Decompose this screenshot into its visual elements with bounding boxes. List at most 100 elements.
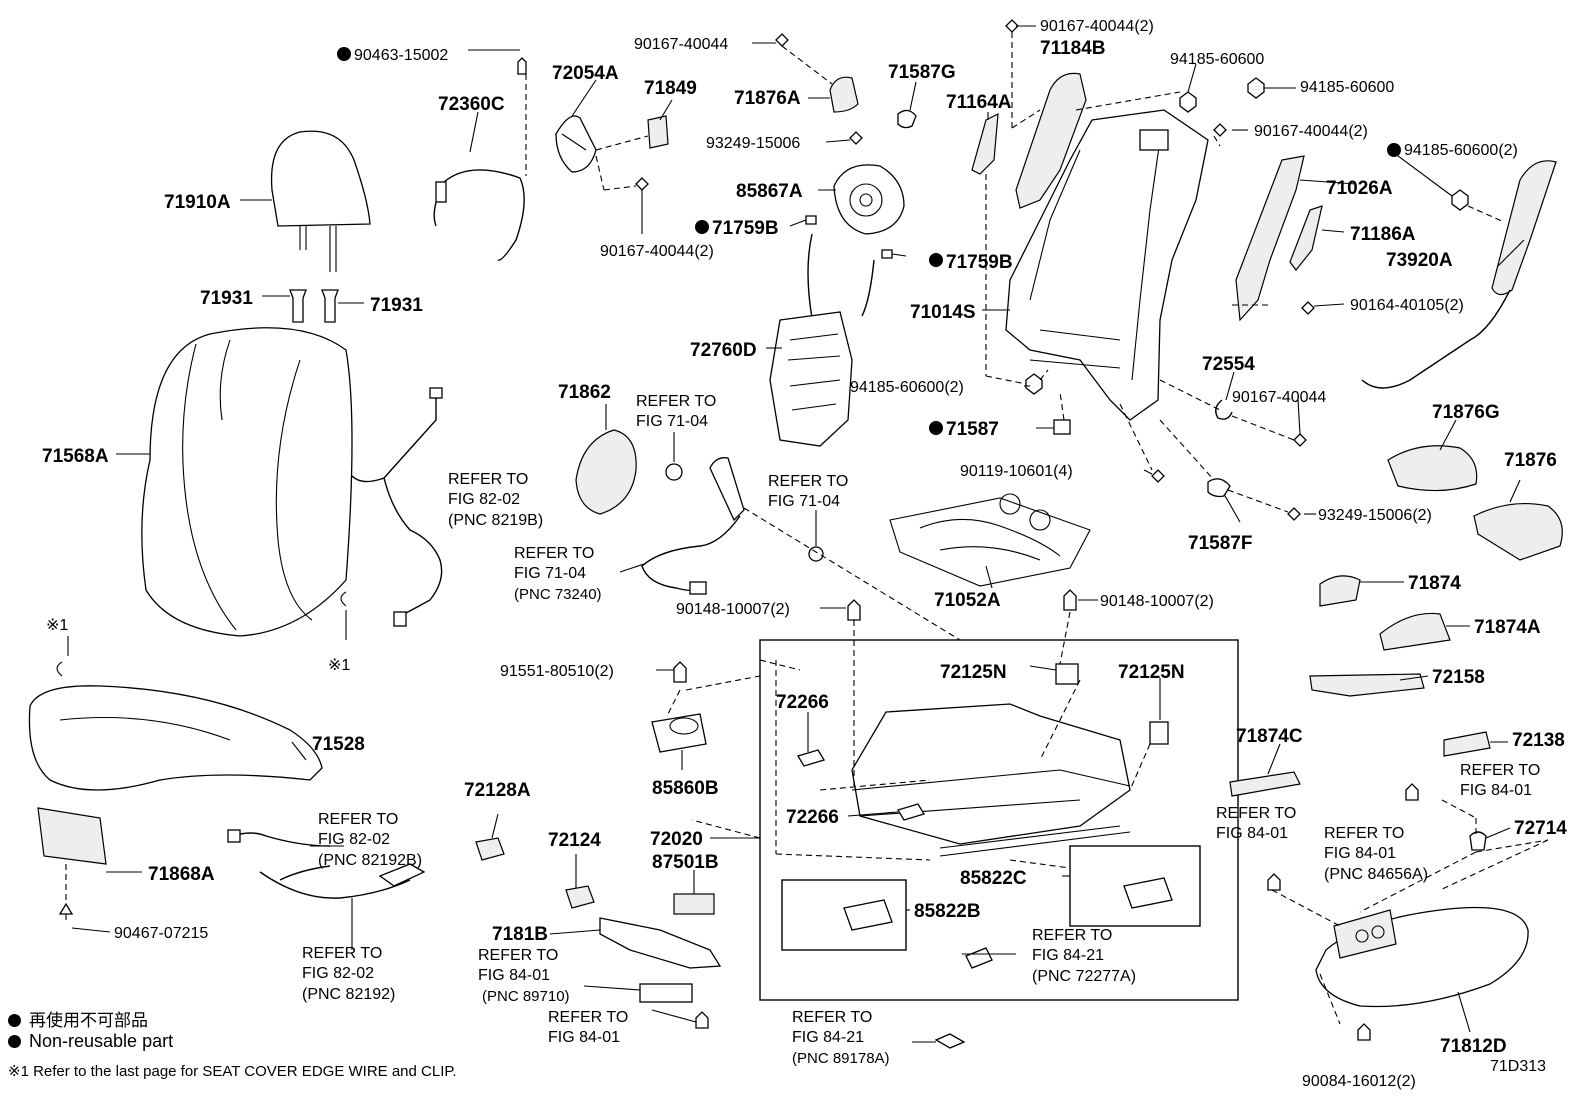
legend-jp-text: 再使用不可部品 bbox=[29, 1011, 148, 1030]
label-90167-40044-2-top: 90167-40044(2) bbox=[1040, 18, 1154, 35]
seatback-cover-71568A-drawing bbox=[141, 327, 353, 637]
bracket-71876A-drawing bbox=[829, 76, 859, 113]
clip-71587G-drawing bbox=[897, 109, 917, 129]
headrest-71910A-drawing bbox=[270, 130, 371, 272]
label-90167-40044-2-right: 90167-40044(2) bbox=[1254, 123, 1368, 140]
bracket-71874-drawing bbox=[1319, 575, 1361, 607]
non-reusable-marker-71759B-right bbox=[929, 253, 943, 267]
legend-non-reusable-en: Non-reusable part bbox=[8, 1031, 173, 1052]
label-71868A: 71868A bbox=[148, 864, 215, 885]
bolt-90164-drawing bbox=[1301, 301, 1315, 315]
bolt-right-drawings bbox=[1267, 783, 1419, 1041]
label-90148-10007-2-right: 90148-10007(2) bbox=[1100, 593, 1214, 610]
label-90167-40044-top: 90167-40044 bbox=[634, 36, 728, 53]
label-94185-60600-a: 94185-60600 bbox=[1170, 51, 1264, 68]
motor-85860B-drawing bbox=[651, 713, 707, 753]
non-reusable-marker-71587 bbox=[929, 421, 943, 435]
label-71874C: 71874C bbox=[1236, 726, 1303, 747]
wire-frame-71052A-drawing bbox=[889, 493, 1091, 587]
bracket-72124-drawing bbox=[565, 885, 595, 909]
label-72020: 72020 bbox=[650, 829, 703, 850]
bolt-93249-right-drawing bbox=[1287, 507, 1301, 521]
label-71759B-left: 71759B bbox=[712, 218, 779, 239]
label-72124: 72124 bbox=[548, 830, 601, 851]
bracket-71876-drawing bbox=[1473, 502, 1563, 561]
bracket-71876G-drawing bbox=[1387, 445, 1478, 492]
edge-wire-clip-drawings bbox=[56, 591, 347, 677]
bolt-90119-drawing bbox=[1151, 469, 1165, 483]
label-71874A: 71874A bbox=[1474, 617, 1541, 638]
non-reusable-marker-90463 bbox=[337, 47, 351, 61]
label-71052A: 71052A bbox=[934, 590, 1001, 611]
cable-72360C-drawing bbox=[433, 169, 525, 261]
label-71026A: 71026A bbox=[1326, 178, 1393, 199]
label-93249-15006: 93249-15006 bbox=[706, 135, 800, 152]
leader-lines bbox=[65, 25, 1549, 1043]
label-85860B: 85860B bbox=[652, 778, 719, 799]
label-note1-a: ※1 bbox=[46, 617, 68, 634]
label-71910A: 71910A bbox=[164, 192, 231, 213]
label-72760D: 72760D bbox=[690, 340, 757, 361]
non-reusable-markers bbox=[337, 47, 1401, 435]
non-reusable-marker-71759B-left bbox=[695, 220, 709, 234]
legend-non-reusable-jp: 再使用不可部品 bbox=[8, 1006, 148, 1031]
seat-heater-72760D-drawing bbox=[769, 233, 875, 447]
bullet-icon bbox=[8, 1035, 21, 1048]
non-reusable-marker-94185 bbox=[1387, 143, 1401, 157]
part-labels: 90463-15002 72360C 72054A 71849 90167-40… bbox=[42, 18, 1567, 1090]
seat-cushion-cover-71528-drawing bbox=[28, 685, 323, 791]
label-7181B: 7181B bbox=[492, 924, 548, 945]
label-71931-left: 71931 bbox=[200, 288, 253, 309]
footnote: ※1 Refer to the last page for SEAT COVER… bbox=[8, 1063, 457, 1080]
label-90167-40044-mid: 90167-40044 bbox=[1232, 389, 1326, 406]
bolt-90463-drawing bbox=[517, 57, 527, 75]
speaker-72054A-drawing bbox=[555, 115, 597, 173]
label-85822B: 85822B bbox=[914, 901, 981, 922]
bullet-icon bbox=[8, 1014, 21, 1027]
label-71014S: 71014S bbox=[910, 302, 976, 323]
label-71862: 71862 bbox=[558, 382, 611, 403]
harness-82192-drawing bbox=[227, 829, 426, 899]
side-airbag-73920A-drawing bbox=[1361, 160, 1557, 389]
label-71587G: 71587G bbox=[888, 62, 956, 83]
label-72128A: 72128A bbox=[464, 780, 531, 801]
reclining-71026A-drawing bbox=[1235, 155, 1305, 322]
label-72360C: 72360C bbox=[438, 94, 505, 115]
label-72125N-right: 72125N bbox=[1118, 662, 1185, 683]
clip-71587F-drawing bbox=[1207, 478, 1231, 498]
module-87501B-drawing bbox=[673, 893, 715, 915]
label-90164-40105-2: 90164-40105(2) bbox=[1350, 297, 1464, 314]
bracket-72128A-drawing bbox=[475, 837, 505, 861]
label-71876A: 71876A bbox=[734, 88, 801, 109]
label-71186A: 71186A bbox=[1350, 224, 1416, 245]
seat-track-72020-box bbox=[759, 639, 1239, 1001]
label-note1-b: ※1 bbox=[328, 657, 350, 674]
headrest-guide-71931-drawings bbox=[289, 289, 339, 323]
label-73920A: 73920A bbox=[1386, 250, 1453, 271]
label-72266-a: 72266 bbox=[776, 692, 829, 713]
cover-72158-drawing bbox=[1309, 673, 1425, 697]
label-90119-10601-4: 90119-10601(4) bbox=[960, 463, 1073, 480]
label-72554: 72554 bbox=[1202, 354, 1255, 375]
bracket-71874A-drawing bbox=[1379, 612, 1451, 651]
blower-85867A-drawing bbox=[833, 164, 905, 235]
label-71587: 71587 bbox=[946, 419, 999, 440]
frame-7181B-drawing bbox=[599, 917, 722, 969]
bolt-93249-drawing bbox=[849, 131, 863, 145]
label-71876: 71876 bbox=[1504, 450, 1557, 471]
label-71874: 71874 bbox=[1408, 573, 1461, 594]
harness-73240-drawing bbox=[641, 457, 745, 595]
label-72714: 72714 bbox=[1514, 818, 1567, 839]
label-72266-b: 72266 bbox=[786, 807, 839, 828]
